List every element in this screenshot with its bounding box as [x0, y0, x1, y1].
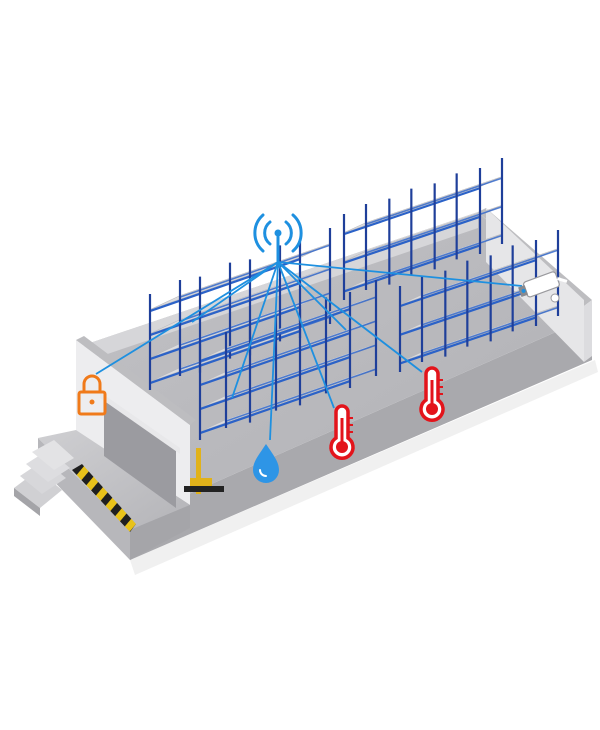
wireless-link	[231, 261, 279, 399]
rack-beam	[149, 258, 301, 313]
water-drop-icon	[253, 444, 279, 483]
wireless-link	[277, 261, 347, 331]
wireless-link	[95, 261, 279, 375]
security-camera-icon	[518, 271, 568, 298]
thermometer-icon	[419, 366, 445, 422]
wireless-link	[269, 261, 279, 441]
dock-front	[130, 505, 190, 560]
hazard-strip	[72, 464, 136, 532]
wireless-link	[277, 261, 523, 287]
ground-shadow	[130, 360, 598, 575]
right-wall-face	[584, 300, 592, 362]
left-wall-top	[76, 336, 196, 425]
rack-front-right	[398, 230, 560, 372]
wireless-link	[277, 261, 423, 373]
stairs	[14, 440, 74, 516]
pallet-jack	[184, 448, 224, 494]
lock-icon	[77, 374, 107, 416]
rack-beam	[179, 292, 331, 346]
dock-top	[38, 430, 190, 530]
slab-front	[130, 316, 592, 560]
roller-door	[104, 396, 176, 508]
wireless-link	[191, 261, 279, 323]
wireless-links	[95, 261, 523, 441]
thermometer-icon	[329, 404, 355, 460]
rack-back-right	[342, 158, 504, 300]
wifi-antenna-icon	[253, 213, 303, 264]
rack-beam	[179, 244, 331, 298]
wireless-link	[277, 261, 335, 409]
camera-mount	[550, 293, 560, 303]
roller-door-frame	[100, 392, 180, 454]
rack-front-left	[198, 280, 378, 440]
warehouse-floor	[84, 212, 592, 520]
loading-dock	[14, 392, 224, 560]
